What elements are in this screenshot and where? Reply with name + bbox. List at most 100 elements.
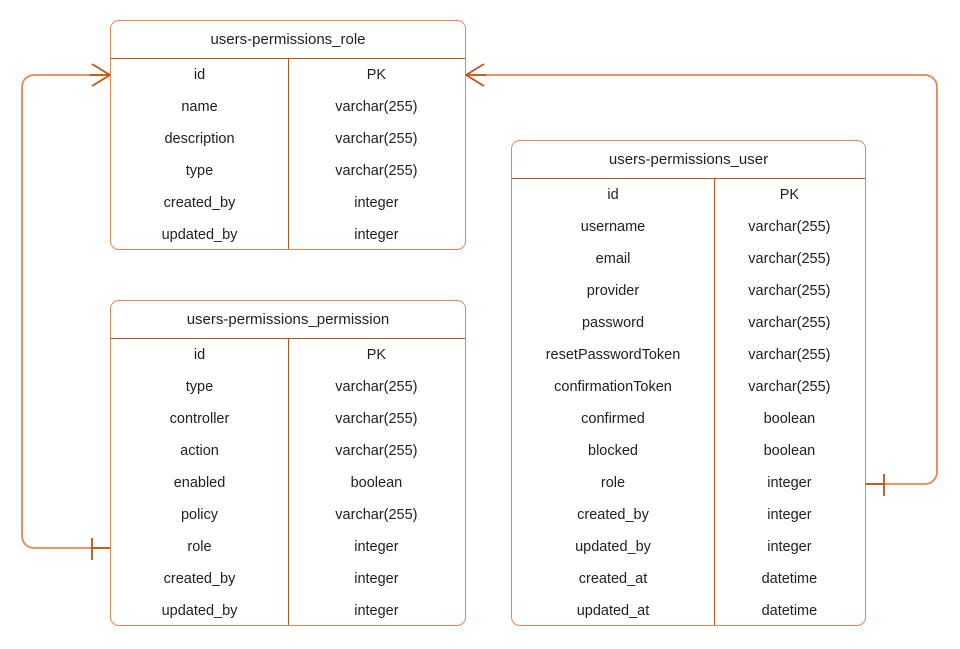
table-row[interactable]: blocked boolean (512, 435, 865, 467)
table-row[interactable]: email varchar(255) (512, 243, 865, 275)
field-type: varchar(255) (748, 378, 831, 395)
field-type: integer (354, 194, 399, 211)
table-row[interactable]: type varchar(255) (111, 371, 465, 403)
cardinality-one-marker-user (866, 474, 885, 496)
field-type: varchar(255) (335, 98, 418, 115)
field-name: id (111, 59, 289, 91)
field-type: integer (354, 226, 399, 243)
cardinality-one-marker-permission (91, 538, 110, 560)
field-name: username (512, 211, 715, 243)
entity-title-user: users-permissions_user (512, 141, 865, 179)
cardinality-many-marker-role-left (90, 63, 111, 87)
table-row[interactable]: created_by integer (512, 499, 865, 531)
field-type: varchar(255) (748, 314, 831, 331)
table-row[interactable]: id PK (512, 179, 865, 211)
entity-rows-permission: id PK type varchar(255) controller varchar(25… (111, 339, 465, 625)
field-name: resetPasswordToken (512, 339, 715, 371)
table-row[interactable]: updated_by integer (512, 531, 865, 563)
field-name: updated_at (512, 595, 715, 625)
table-row[interactable]: updated_at datetime (512, 595, 865, 625)
field-name: confirmationToken (512, 371, 715, 403)
table-row[interactable]: policy varchar(255) (111, 499, 465, 531)
field-name: controller (111, 403, 289, 435)
entity-rows-user: id PK username varchar(255) email varchar(255… (512, 179, 865, 625)
field-type: varchar(255) (335, 410, 418, 427)
table-row[interactable]: updated_by integer (111, 219, 465, 249)
table-row[interactable]: confirmed boolean (512, 403, 865, 435)
field-type: varchar(255) (748, 250, 831, 267)
field-name: blocked (512, 435, 715, 467)
field-type: varchar(255) (335, 506, 418, 523)
field-name: policy (111, 499, 289, 531)
table-row[interactable]: username varchar(255) (512, 211, 865, 243)
field-type: integer (767, 474, 812, 491)
table-row[interactable]: created_at datetime (512, 563, 865, 595)
field-name: created_by (512, 499, 715, 531)
field-type: varchar(255) (335, 378, 418, 395)
field-name: type (111, 155, 289, 187)
field-type: integer (767, 538, 812, 555)
field-name: action (111, 435, 289, 467)
field-name: email (512, 243, 715, 275)
field-type: PK (779, 186, 800, 203)
table-row[interactable]: type varchar(255) (111, 155, 465, 187)
field-type: PK (366, 346, 387, 363)
field-name: role (111, 531, 289, 563)
entity-title-role: users-permissions_role (111, 21, 465, 59)
table-row[interactable]: created_by integer (111, 187, 465, 219)
cardinality-many-marker-role-right (465, 63, 486, 87)
field-type: boolean (763, 410, 816, 427)
field-type: integer (354, 602, 399, 619)
field-type: datetime (761, 602, 818, 619)
field-type: boolean (763, 442, 816, 459)
field-type: datetime (761, 570, 818, 587)
field-type: integer (767, 506, 812, 523)
table-row[interactable]: role integer (512, 467, 865, 499)
field-type: varchar(255) (748, 346, 831, 363)
field-name: provider (512, 275, 715, 307)
field-type: varchar(255) (748, 218, 831, 235)
table-row[interactable]: action varchar(255) (111, 435, 465, 467)
field-name: name (111, 91, 289, 123)
table-row[interactable]: controller varchar(255) (111, 403, 465, 435)
field-name: updated_by (111, 219, 289, 249)
field-name: password (512, 307, 715, 339)
field-name: id (512, 179, 715, 211)
field-name: description (111, 123, 289, 155)
field-name: created_by (111, 187, 289, 219)
relationship-permission-role[interactable] (21, 63, 111, 560)
field-name: confirmed (512, 403, 715, 435)
field-type: integer (354, 538, 399, 555)
field-name: role (512, 467, 715, 499)
table-row[interactable]: id PK (111, 339, 465, 371)
table-row[interactable]: updated_by integer (111, 595, 465, 625)
field-type: varchar(255) (335, 130, 418, 147)
table-row[interactable]: role integer (111, 531, 465, 563)
entity-title-permission: users-permissions_permission (111, 301, 465, 339)
connector-line-permission-role (21, 74, 110, 549)
field-name: created_by (111, 563, 289, 595)
table-row[interactable]: password varchar(255) (512, 307, 865, 339)
field-type: varchar(255) (335, 442, 418, 459)
table-row[interactable]: name varchar(255) (111, 91, 465, 123)
table-row[interactable]: created_by integer (111, 563, 465, 595)
table-row[interactable]: description varchar(255) (111, 123, 465, 155)
field-type: varchar(255) (335, 162, 418, 179)
field-type: integer (354, 570, 399, 587)
field-name: enabled (111, 467, 289, 499)
field-name: updated_by (512, 531, 715, 563)
field-name: created_at (512, 563, 715, 595)
field-name: updated_by (111, 595, 289, 625)
table-row[interactable]: resetPasswordToken varchar(255) (512, 339, 865, 371)
field-name: type (111, 371, 289, 403)
table-row[interactable]: confirmationToken varchar(255) (512, 371, 865, 403)
field-name: id (111, 339, 289, 371)
